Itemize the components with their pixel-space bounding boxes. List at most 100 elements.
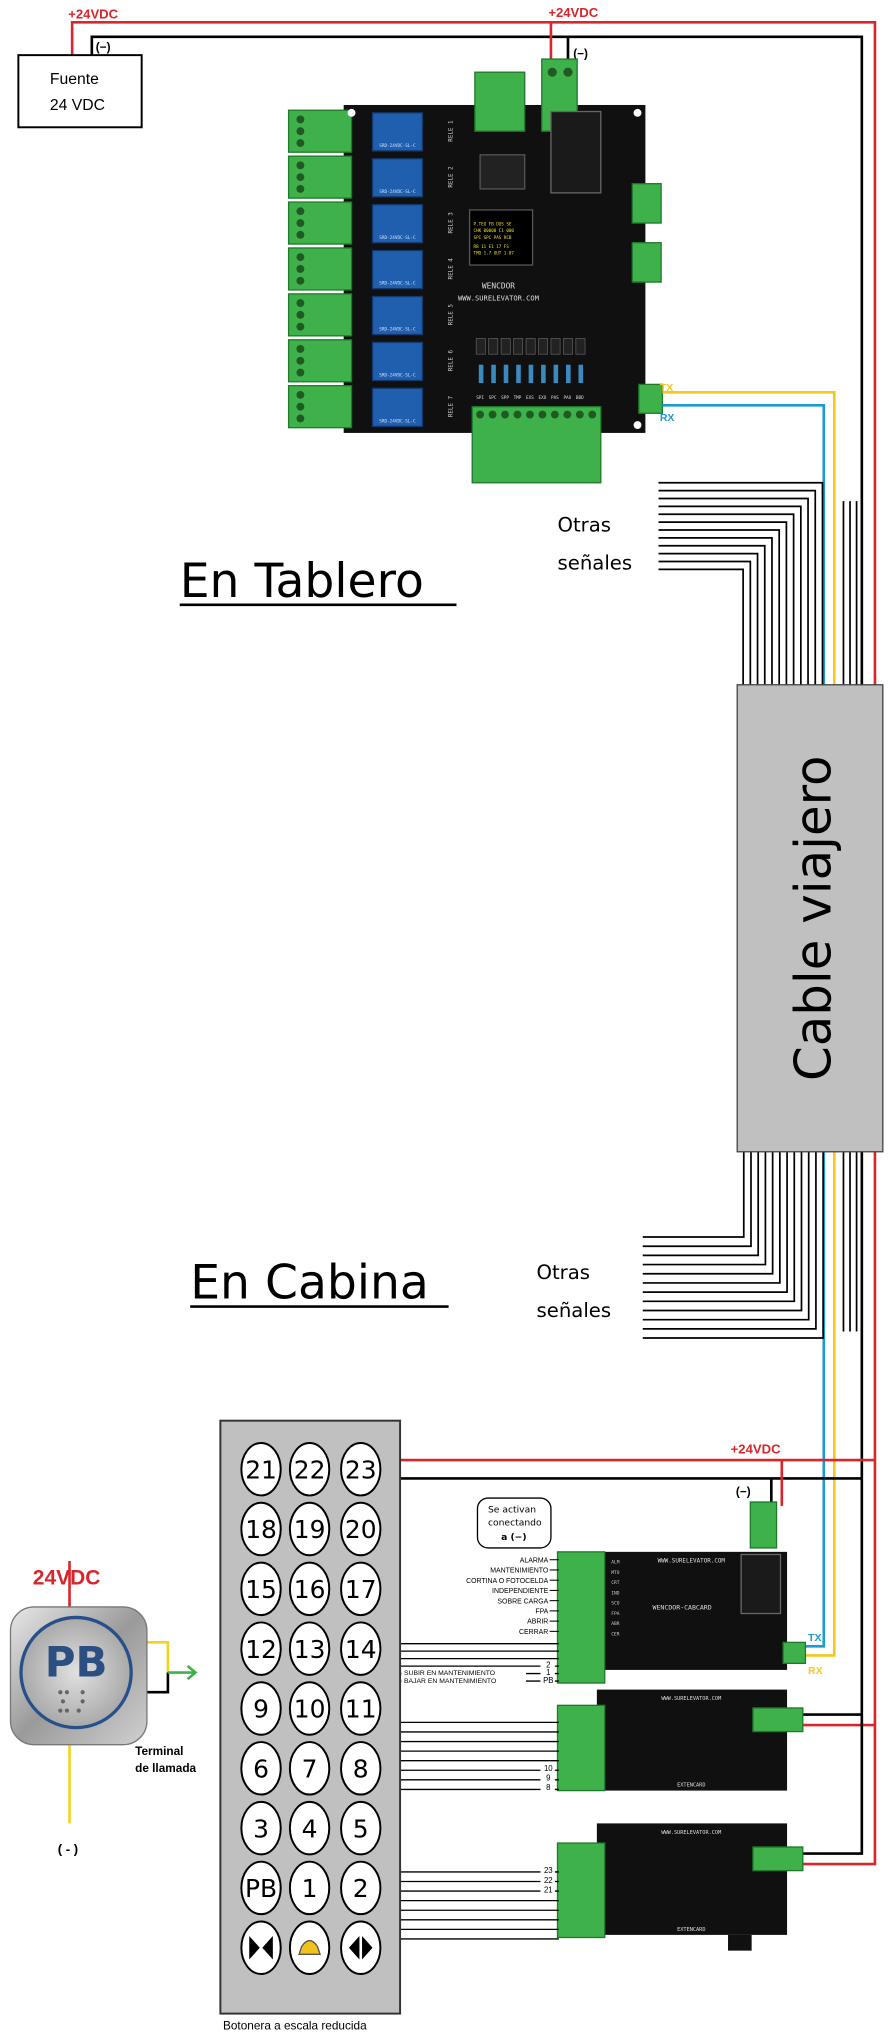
- hall-call-button[interactable]: PB: [9, 1606, 148, 1746]
- floor-button-9[interactable]: 9: [240, 1681, 282, 1736]
- floor-button-17[interactable]: 17: [340, 1561, 382, 1617]
- input-label: SPC: [489, 395, 497, 401]
- signal-wire: [658, 513, 795, 685]
- terminal-screw: [296, 161, 305, 170]
- cab-input-label: CORTINA O FOTOCELDA: [466, 1578, 549, 1585]
- button-face: [240, 1800, 282, 1856]
- floor-button-13[interactable]: 13: [288, 1621, 331, 1676]
- note-line: Se activan: [488, 1505, 536, 1516]
- plus-24v-label: +24VDC: [68, 6, 118, 21]
- svg-text:RB 11 E1 17 FS: RB 11 E1 17 FS: [474, 244, 510, 249]
- button-label: 16: [294, 1575, 326, 1604]
- open-door-icon[interactable]: [340, 1920, 382, 1975]
- floor-number: 23: [544, 1866, 553, 1875]
- floor-button-3[interactable]: 3: [240, 1800, 282, 1856]
- label-bg: [540, 1875, 555, 1884]
- ext1-power-terminal: [752, 1707, 804, 1733]
- button-face: [288, 1621, 331, 1676]
- floor-button-16[interactable]: 16: [288, 1561, 331, 1617]
- braille-icon: [58, 1690, 85, 1713]
- button-face: [340, 1860, 382, 1916]
- floor-number: 8: [546, 1783, 551, 1792]
- floor-button-8[interactable]: 8: [340, 1741, 382, 1796]
- svg-text:SPI SPC PAS RCB: SPI SPC PAS RCB: [474, 235, 512, 240]
- relay-label: RELE 7: [449, 395, 455, 417]
- signal-wire: [642, 1151, 796, 1303]
- svg-text:TMO 1.7 OUT 1.07: TMO 1.7 OUT 1.07: [474, 251, 515, 256]
- relay: [371, 387, 424, 428]
- input-label: PAO: [563, 395, 571, 401]
- floor-button-10[interactable]: 10: [288, 1681, 331, 1736]
- signal-wire: [642, 1151, 745, 1238]
- input-label: PAS: [551, 395, 559, 401]
- input-label: BBD: [576, 395, 584, 401]
- section-title-tablero: En Tablero: [180, 554, 424, 609]
- button-label: 11: [345, 1695, 377, 1724]
- floor-button-20[interactable]: 20: [340, 1501, 382, 1557]
- button-face: [288, 1681, 331, 1736]
- svg-text:P.TEO FB DOS SE: P.TEO FB DOS SE: [474, 222, 512, 227]
- serial-terminal: [638, 383, 664, 414]
- floor-button-5[interactable]: 5: [340, 1800, 382, 1856]
- minus-label: (−): [96, 40, 111, 54]
- note-line: a (−): [501, 1532, 526, 1543]
- arrow-right-icon: [186, 1664, 198, 1681]
- button-face: [288, 1441, 331, 1497]
- floor-button-6[interactable]: 6: [240, 1741, 282, 1796]
- signal-wire: [658, 529, 781, 685]
- floor-button-19[interactable]: 19: [288, 1501, 331, 1557]
- signal-wire: [642, 1151, 817, 1330]
- floor-number: 2: [546, 1660, 550, 1669]
- floor-button-1[interactable]: 1: [288, 1860, 331, 1916]
- maintenance-label: BAJAR EN MANTENIMIENTO: [404, 1678, 496, 1685]
- label-bg: [401, 1675, 527, 1684]
- cabcard-url: WWW.SURELEVATOR.COM: [658, 1558, 726, 1564]
- other-signals-label: Otras: [558, 513, 612, 536]
- optocoupler: [563, 338, 573, 355]
- floor-button-15[interactable]: 15: [240, 1561, 282, 1617]
- floor-button-12[interactable]: 12: [240, 1621, 282, 1676]
- signal-wire: [642, 1151, 774, 1275]
- floor-button-11[interactable]: 11: [340, 1681, 382, 1736]
- cab-side-label: CRT: [611, 1580, 620, 1586]
- close-door-icon[interactable]: [240, 1920, 282, 1975]
- board-url: WWW.SURELEVATOR.COM: [458, 293, 539, 302]
- tx-label: TX: [660, 383, 673, 394]
- button-face: [288, 1741, 331, 1796]
- floor-button-2[interactable]: 2: [340, 1860, 382, 1916]
- floor-button-18[interactable]: 18: [240, 1501, 282, 1557]
- floor-button-23[interactable]: 23: [340, 1441, 382, 1497]
- terminal-screw: [563, 410, 572, 419]
- floor-button-4[interactable]: 4: [288, 1800, 331, 1856]
- arrow: [249, 1935, 260, 1960]
- hall-ground-label: ( - ): [58, 1842, 78, 1857]
- floor-button-22[interactable]: 22: [288, 1441, 331, 1497]
- alarm-bell-icon[interactable]: [288, 1920, 331, 1975]
- cab-side-label: ABR: [611, 1621, 620, 1627]
- arrow: [348, 1935, 360, 1960]
- button-face: [240, 1441, 282, 1497]
- button-face: [240, 1621, 282, 1676]
- floor-button-7[interactable]: 7: [288, 1741, 331, 1796]
- floor-button-PB[interactable]: PB: [240, 1860, 282, 1916]
- signal-wire: [642, 1151, 760, 1257]
- relay: [371, 249, 424, 290]
- button-face: [340, 1441, 382, 1497]
- relay: [371, 295, 424, 336]
- button-face: [240, 1561, 282, 1617]
- cab-side-label: CER: [611, 1631, 620, 1637]
- floor-button-21[interactable]: 21: [240, 1441, 282, 1497]
- signal-wire: [658, 560, 752, 685]
- optocoupler: [500, 338, 511, 355]
- relay-label: RELE 6: [449, 350, 455, 372]
- button-label: 17: [345, 1575, 377, 1604]
- optocoupler: [513, 338, 524, 355]
- ext2-power-terminal: [752, 1846, 804, 1872]
- bell: [298, 1939, 321, 1955]
- floor-button-14[interactable]: 14: [340, 1621, 382, 1676]
- terminal-screw: [296, 414, 305, 423]
- relay-model: SRD-24VDC-SL-C: [379, 327, 416, 333]
- terminal-screw: [296, 345, 305, 353]
- optocoupler: [538, 338, 548, 355]
